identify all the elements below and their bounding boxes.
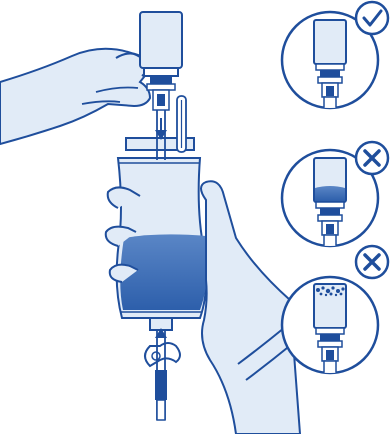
check-view-incorrect-particles (282, 246, 388, 375)
transfer-spike (155, 110, 167, 160)
infusion-line (155, 328, 167, 420)
residual-liquid (315, 186, 345, 201)
roller-clamp (145, 343, 180, 366)
check-view-correct (282, 2, 388, 111)
bag-port-tube (177, 96, 186, 152)
check-view-incorrect-residual (282, 142, 388, 249)
left-hand (0, 49, 150, 144)
